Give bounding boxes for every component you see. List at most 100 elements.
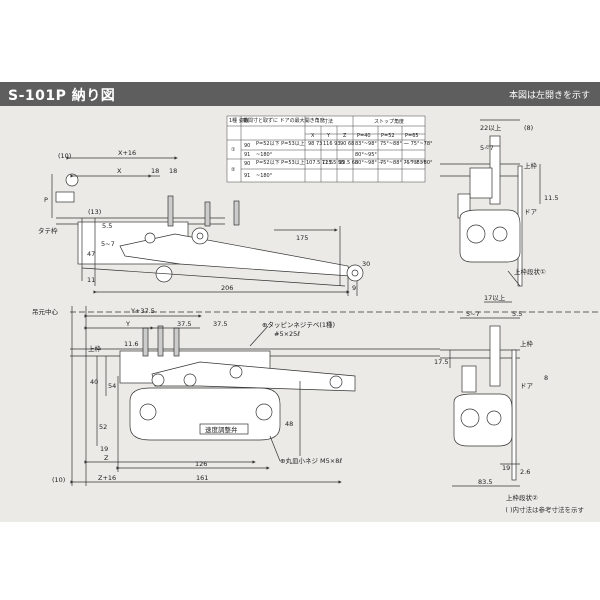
installation-drawing: 1種 姿数 軸間寸と取ずに ドアの最大開き角度 寸法 ストップ角度 X Y Z …: [0, 106, 600, 522]
dim-5-7a: 5~7: [101, 240, 115, 248]
dim-8: (8): [524, 124, 533, 132]
table-row2-angle: 91: [244, 152, 250, 158]
table-row1-mark: ①: [231, 147, 236, 153]
table-row2-p40: 80°~95°: [355, 152, 377, 158]
bottom-left-view: [70, 306, 600, 486]
dim-17-5: 17.5: [434, 358, 448, 366]
label-stopper-1: 上枠段状①: [514, 267, 546, 276]
dim-z-plus: Z+16: [98, 474, 116, 482]
dim-22-min: 22以上: [480, 123, 502, 132]
table-row3-x: 107.5 71.5: [306, 160, 333, 166]
dim-5-5: 5.5: [102, 222, 112, 230]
label-door: ドア: [524, 208, 538, 216]
table-header-y: Y: [326, 133, 331, 139]
dim-11-5: 11.5: [544, 194, 558, 202]
dim-83-5: 83.5: [478, 478, 492, 486]
dim-10a: (10): [58, 152, 71, 160]
dim-13: (13): [88, 208, 101, 216]
table-header-dims: 寸法: [323, 118, 333, 125]
table-header-x: X: [311, 133, 315, 139]
dim-11-6: 11.6: [124, 340, 138, 348]
table-header-stop: ストップ角度: [374, 118, 404, 125]
label-stopper-2: 上枠段状②: [506, 493, 538, 502]
dim-y: Y: [125, 320, 130, 328]
dim-5-5b: 5.5: [512, 310, 522, 318]
table-row1-angle: 90: [244, 143, 250, 149]
dim-52: 52: [99, 423, 107, 431]
table-row3-angle: 90: [244, 161, 250, 167]
dim-9: 9: [352, 284, 356, 292]
drawing-canvas: 1種 姿数 軸間寸と取ずに ドアの最大開き角度 寸法 ストップ角度 X Y Z …: [32, 115, 600, 502]
table-row4-range: ~180°: [256, 173, 273, 179]
dim-z: Z: [104, 454, 109, 462]
dim-x-plus-16: X+16: [118, 149, 136, 157]
dim-18b: 18: [169, 167, 177, 175]
table-row3-p65: — 73°~80°: [404, 160, 433, 166]
dim-47: 47: [87, 250, 95, 258]
table-row1-z: 90 68: [340, 141, 354, 147]
table-header-p52: P=52: [381, 133, 395, 139]
dim-48: 48: [285, 420, 293, 428]
label-vertical-frame: タテ枠: [38, 226, 58, 235]
dim-11: 11: [87, 276, 95, 284]
dim-5-7c: 5~7: [466, 310, 480, 318]
dim-175: 175: [296, 234, 308, 242]
dim-206: 206: [221, 284, 233, 292]
table-row2-range: ~180°: [256, 152, 273, 158]
label-machine-screw: ⊕丸皿小ネジ M5×8ℓ: [280, 456, 342, 465]
table-row1-y: 116 93: [323, 141, 341, 147]
bottom-right-view: [440, 301, 520, 487]
table-row1-p40: 83°~98°: [355, 141, 377, 147]
table-header-type: 1種 姿数: [229, 117, 249, 124]
label-upper-frame-3: 上枠: [520, 339, 534, 348]
label-speed-valve: 速度調整弁: [205, 425, 238, 434]
label-door-2: ドア: [520, 382, 534, 390]
table-row1-x: 98 73: [308, 141, 322, 147]
dim-18a: 18: [151, 167, 159, 175]
label-hinge-center: 吊元中心: [32, 307, 59, 316]
dim-x: X: [117, 167, 122, 175]
table-row3-z: 99.5 68: [339, 160, 358, 166]
page-title: S-101P 納り図: [8, 88, 116, 104]
dim-19: 19: [100, 445, 108, 453]
dim-161: 161: [196, 474, 208, 482]
dim-126: 126: [195, 460, 207, 468]
footer-note: ( )内寸法は参考寸法を示す: [505, 506, 584, 514]
dim-5-7b: 5~7: [480, 144, 494, 152]
dim-30: 30: [362, 260, 370, 268]
label-upper-frame-2: 上枠: [524, 161, 538, 170]
table-row1-p65: — 75°~78°: [404, 141, 433, 147]
dim-40: 40: [90, 378, 98, 386]
orientation-note: 本図は左開きを示す: [508, 91, 590, 101]
dim-37-5b: 37.5: [213, 320, 227, 328]
table-header-angle: 軸間寸と取ずに ドアの最大開き角度: [243, 117, 325, 124]
table-row3-mark: ②: [231, 167, 236, 173]
dim-8b: 8: [544, 374, 548, 382]
table-row3-p40: 80°~98° —: [355, 160, 384, 166]
table-header-z: Z: [343, 133, 347, 139]
spec-table: [226, 115, 426, 183]
dim-p: P: [44, 196, 48, 204]
top-left-view: [51, 156, 364, 296]
dim-54: 54: [108, 382, 116, 390]
label-upper-frame: 上枠: [88, 344, 102, 353]
table-row1-range: P=52以下 P=53以上: [256, 140, 305, 147]
label-tapping-size: #5×25ℓ: [274, 330, 300, 338]
table-row3-y: 125.5 93: [322, 160, 344, 166]
label-tapping-screw: ⊕タッピンネジテベ(1種): [262, 320, 335, 329]
dim-19b: 19: [502, 464, 510, 472]
table-header-p40: P=40: [357, 133, 371, 139]
dim-y-plus: Y+37.5: [130, 307, 155, 315]
table-row3-p52: 75°~88° 75°~83°: [380, 160, 426, 166]
top-right-view: [440, 119, 541, 287]
title-bar: S-101P 納り図 本図は左開きを示す: [0, 82, 600, 106]
dim-17-min: 17以上: [484, 293, 506, 302]
dim-2-6: 2.6: [520, 468, 530, 476]
dim-10b: (10): [52, 476, 65, 484]
table-row4-angle: 91: [244, 173, 250, 179]
table-row1-p52: 75°~88° —: [380, 141, 409, 147]
dim-37-5a: 37.5: [177, 320, 191, 328]
table-header-p65: P=65: [405, 133, 419, 139]
table-row3-range: P=52以下 P=53以上: [256, 159, 305, 166]
